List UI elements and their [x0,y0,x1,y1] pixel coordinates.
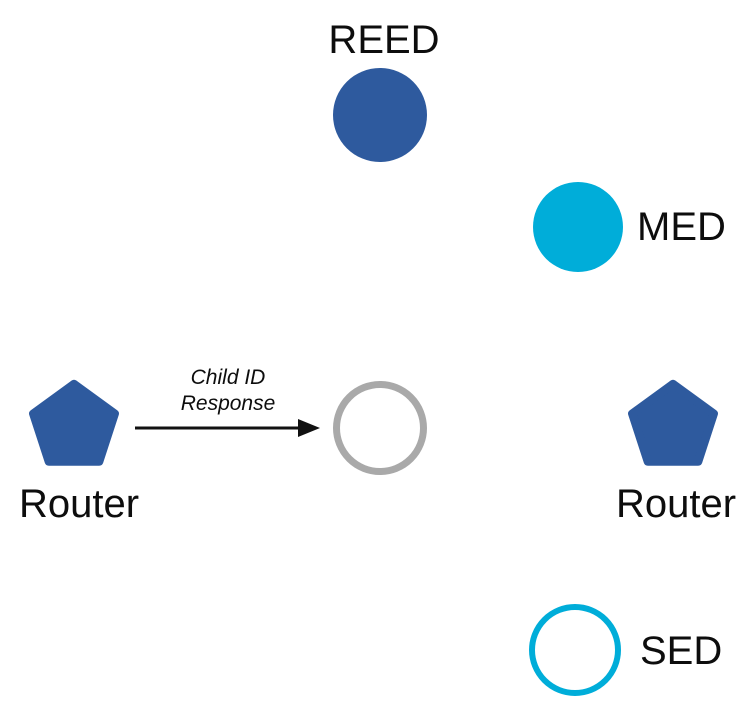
edge-label-line2: Response [180,392,276,415]
sed-node-circle [529,604,621,696]
edge-label-line1: Child ID [190,366,266,389]
med-label: MED [637,205,726,249]
router-left-pentagon-icon [29,379,119,466]
router-left-label: Router [18,482,140,526]
reed-label: REED [328,18,440,62]
router-right-label: Router [615,482,737,526]
reed-node-circle [333,68,427,162]
router-left-pentagon-shape [29,379,119,466]
joiner-node-circle [333,381,427,475]
router-right-pentagon-icon [628,379,718,466]
edge-label-child-id-response: Child ID Response [181,365,276,417]
child-id-response-arrow [135,419,320,437]
med-node-circle [533,182,623,272]
sed-label: SED [640,629,723,673]
router-right-pentagon-shape [628,379,718,466]
arrowhead-icon [298,419,320,437]
